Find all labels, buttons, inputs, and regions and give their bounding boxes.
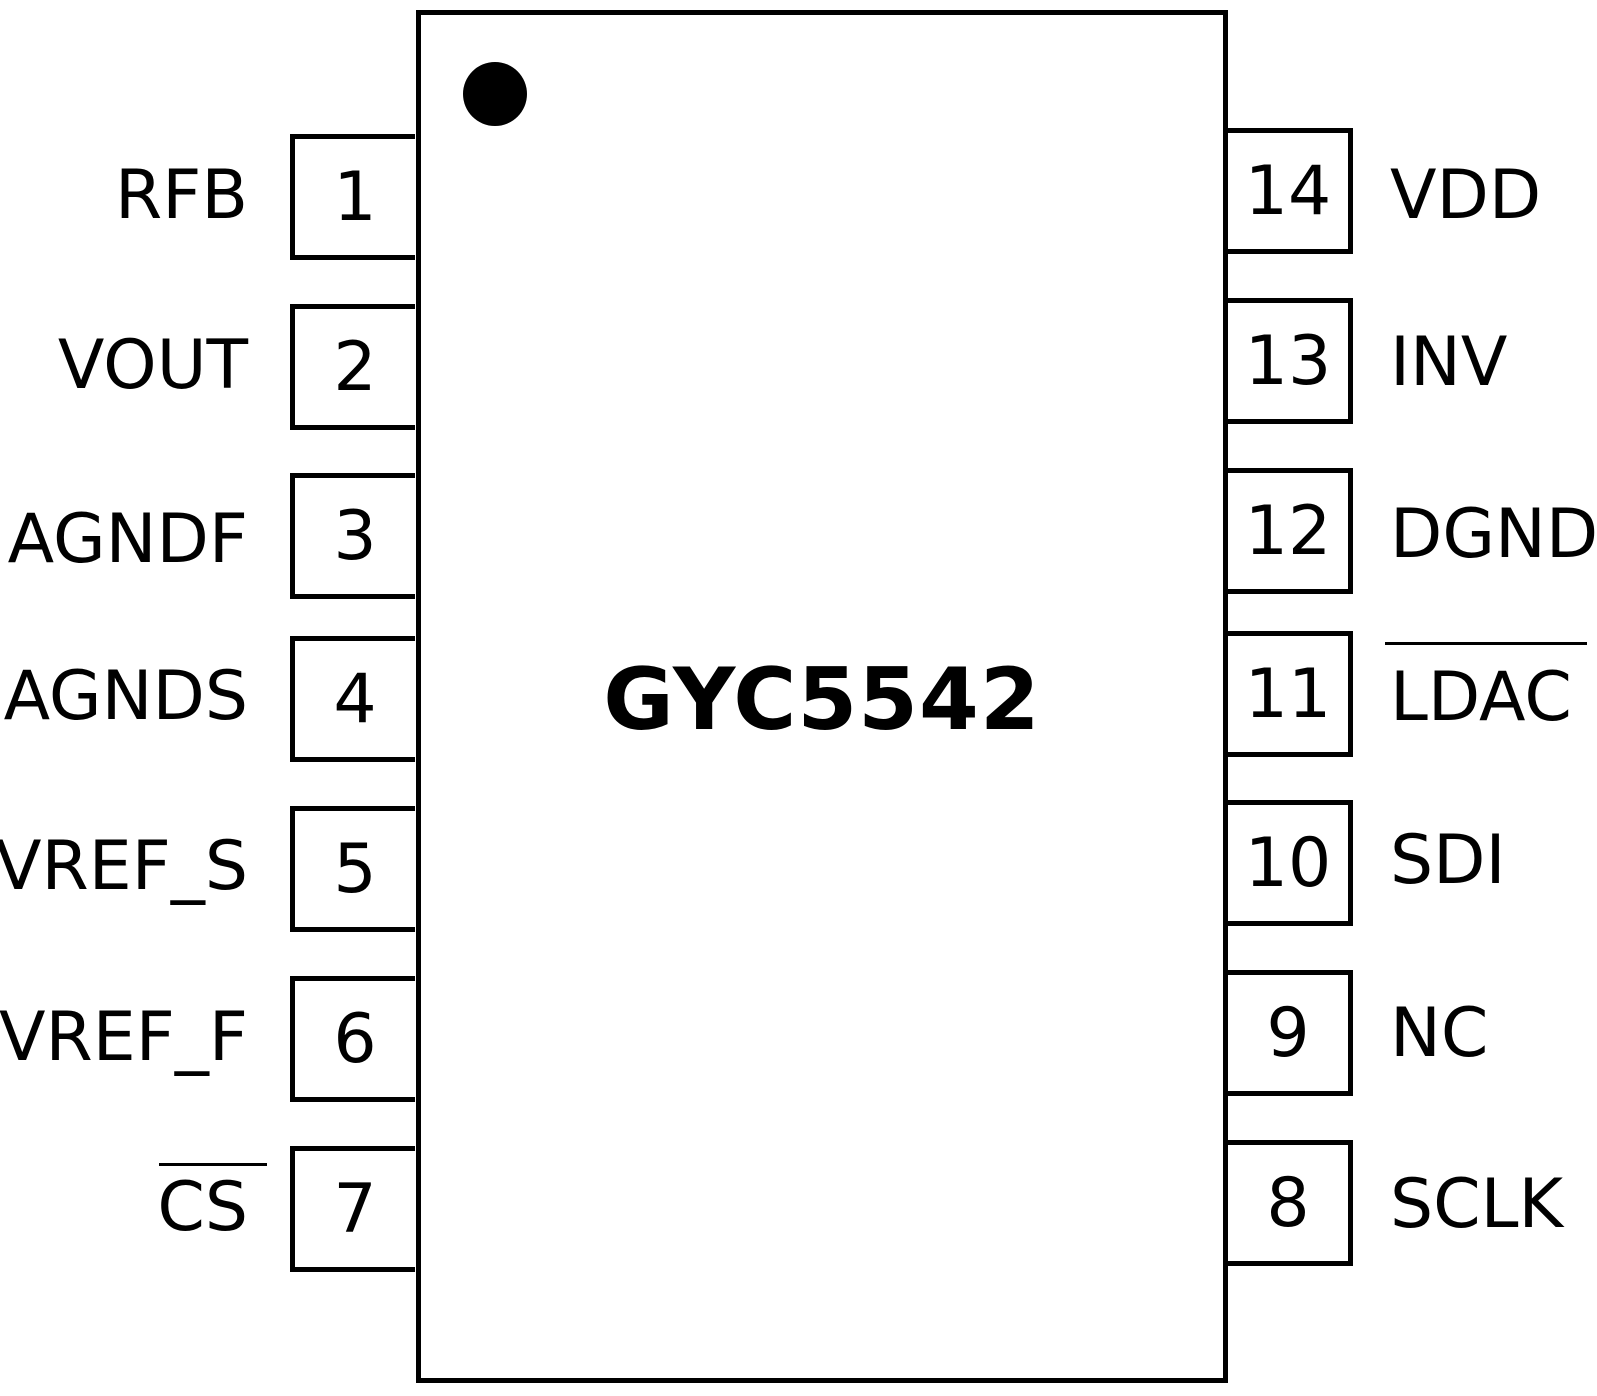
pin-box-4: 4 — [290, 636, 415, 762]
pin-label-1: RFB — [114, 156, 248, 235]
pin-box-5: 5 — [290, 806, 415, 932]
ldac-overbar — [1385, 642, 1587, 645]
pin-number: 5 — [333, 829, 377, 909]
pin-box-2: 2 — [290, 304, 415, 430]
pin-box-7: 7 — [290, 1146, 415, 1272]
pin-label-5: VREF_S — [0, 827, 248, 906]
pin-label-7: CS — [157, 1168, 248, 1247]
pin-box-12: 12 — [1228, 468, 1353, 594]
pin-number: 8 — [1266, 1163, 1310, 1243]
pin-label-2: VOUT — [57, 326, 248, 405]
pin-box-9: 9 — [1228, 970, 1353, 1096]
pin-label-8: SCLK — [1390, 1165, 1564, 1244]
pin-box-11: 11 — [1228, 631, 1353, 757]
pin-box-6: 6 — [290, 976, 415, 1102]
pin-label-9: NC — [1390, 994, 1489, 1073]
chip-name: GYC5542 — [603, 650, 1041, 750]
pin-label-13: INV — [1390, 323, 1508, 402]
pin-box-10: 10 — [1228, 800, 1353, 926]
pin-box-13: 13 — [1228, 298, 1353, 424]
pin-number: 2 — [333, 327, 377, 407]
pin-box-1: 1 — [290, 134, 415, 260]
pin-label-3: AGNDF — [7, 500, 248, 579]
cs-overbar — [159, 1163, 267, 1166]
pin-label-4: AGNDS — [3, 657, 248, 736]
pin-number: 11 — [1244, 654, 1332, 734]
pin-label-6: VREF_F — [0, 998, 248, 1077]
pin-label-14: VDD — [1390, 156, 1542, 235]
pin-number: 6 — [333, 999, 377, 1079]
pin-box-8: 8 — [1228, 1140, 1353, 1266]
pin-box-14: 14 — [1228, 128, 1353, 254]
pin-number: 1 — [333, 157, 377, 237]
pin-label-12: DGND — [1390, 495, 1597, 574]
pin-label-10: SDI — [1390, 821, 1506, 900]
pin-number: 3 — [333, 496, 377, 576]
chip-body — [416, 10, 1228, 1383]
pin-box-3: 3 — [290, 473, 415, 599]
pin-number: 4 — [333, 659, 377, 739]
pin-number: 13 — [1244, 321, 1332, 401]
pin1-indicator-dot — [463, 62, 527, 126]
pin-number: 7 — [333, 1169, 377, 1249]
pin-number: 10 — [1244, 823, 1332, 903]
pin-number: 9 — [1266, 993, 1310, 1073]
pin-label-11: LDAC — [1390, 658, 1572, 737]
pin-number: 12 — [1244, 491, 1332, 571]
pin-number: 14 — [1244, 151, 1332, 231]
